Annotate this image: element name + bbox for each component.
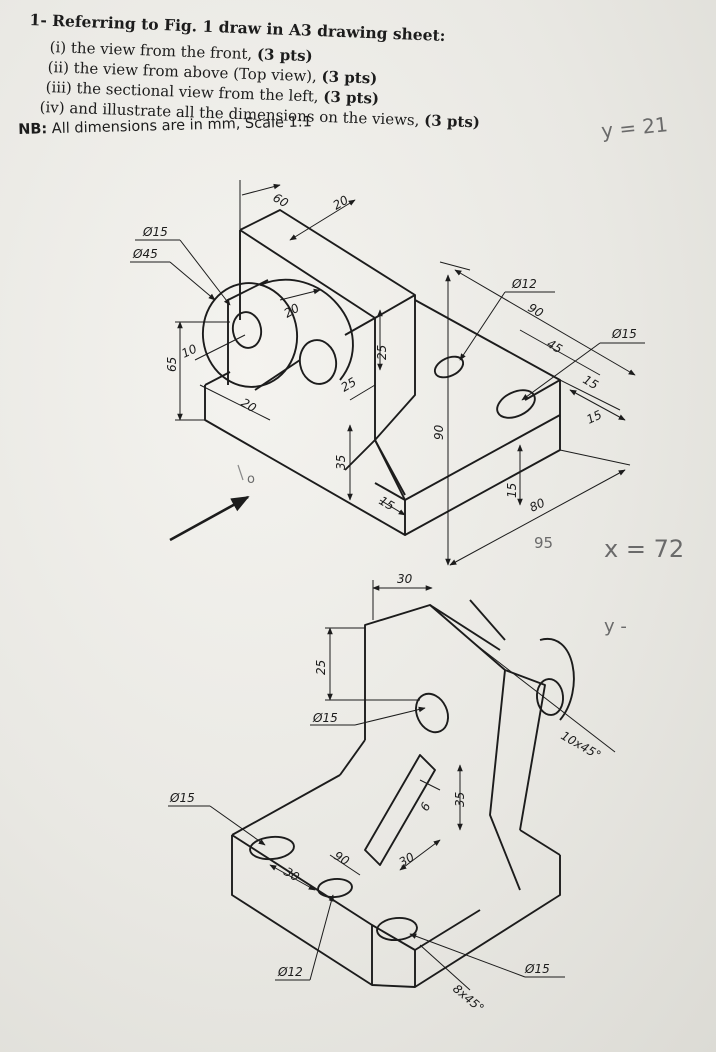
dim-20-left: 20 (239, 395, 260, 415)
dim2-25: 25 (314, 660, 328, 675)
dim-d15-top: Ø15 (142, 225, 168, 239)
dim-15-a: 15 (581, 372, 601, 392)
dim2-30-rib: 30 (397, 850, 418, 870)
dim2-chamfer-10: 10x45° (559, 728, 604, 762)
dim-15-bottom: 15 (377, 493, 397, 513)
dim-90-vertical: 90 (432, 424, 446, 440)
handwritten-o-mark: o (247, 472, 255, 487)
dim2-d15-left: Ø15 (169, 791, 195, 805)
handwritten-y-note-2: y - (604, 616, 627, 637)
dim2-90: 90 (332, 848, 353, 868)
handwritten-y-note: y = 21 (600, 112, 669, 143)
dim-20-top: 20 (331, 193, 352, 213)
dim-20-mid: 20 (282, 301, 303, 321)
dim-90: 90 (526, 300, 547, 320)
handwritten-x-note: x = 72 (604, 535, 684, 563)
dim2-30-top: 30 (397, 572, 413, 586)
figure-2-dimension-labels: 30 25 Ø15 Ø15 6 35 30 90 30 Ø12 Ø15 10x4… (169, 572, 603, 1015)
dim-80: 80 (527, 495, 547, 514)
dim-15-low: 15 (505, 483, 519, 498)
dim-45: 45 (545, 336, 565, 356)
dim2-35: 35 (453, 792, 467, 807)
dim-10: 10 (179, 341, 199, 360)
dim-60: 60 (271, 190, 292, 210)
dim-d15-right: Ø15 (611, 327, 637, 341)
dim-25-b: 25 (339, 375, 359, 395)
pencil-mark (237, 464, 244, 481)
figure-1-dimension-labels: Ø15 Ø45 65 10 20 60 20 20 25 25 35 15 90… (132, 190, 637, 514)
figure-2-dimension-lines (168, 580, 616, 991)
view-direction-arrow (169, 495, 250, 542)
dim-15-b: 15 (584, 408, 604, 427)
dim-d12: Ø12 (511, 277, 537, 291)
figure-1-dimension-lines (130, 180, 645, 566)
dim2-chamfer-8: 8x45° (450, 982, 487, 1016)
figure-2-isometric (231, 599, 575, 988)
dim-d45: Ø45 (132, 247, 158, 261)
dim2-d12: Ø12 (277, 965, 303, 979)
dim-65: 65 (165, 357, 179, 372)
dim2-30-base: 30 (282, 864, 303, 884)
dim2-d15-bottom: Ø15 (524, 962, 550, 976)
dim-35: 35 (334, 455, 348, 470)
handwritten-95: 95 (534, 534, 553, 552)
dim2-6: 6 (417, 800, 433, 814)
dim-25-a: 25 (375, 345, 389, 360)
dim2-d15-hole: Ø15 (312, 711, 338, 725)
